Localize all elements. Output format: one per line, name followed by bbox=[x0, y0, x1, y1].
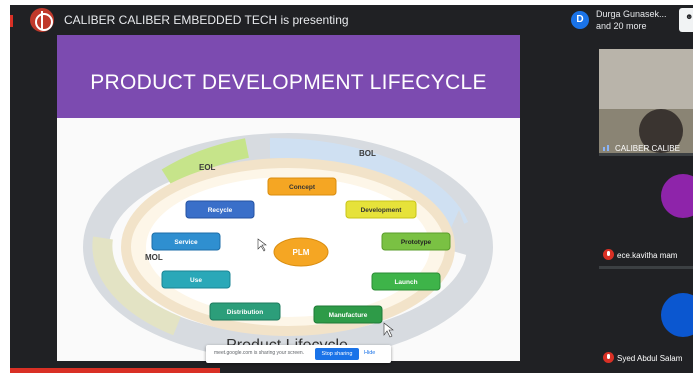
svg-text:Service: Service bbox=[174, 239, 198, 246]
eol-arc bbox=[161, 138, 250, 187]
progress-indicator bbox=[10, 368, 220, 373]
top-bar: CALIBER CALIBER EMBEDDED TECH is present… bbox=[10, 5, 693, 35]
recording-indicator bbox=[10, 15, 13, 27]
mol-arc bbox=[92, 236, 181, 336]
participant-tile-name: Syed Abdul Salam bbox=[617, 354, 683, 363]
participant-tile[interactable]: CALIBER CALIBE bbox=[599, 49, 693, 153]
stage-recycle: Recycle bbox=[185, 200, 255, 219]
shared-slide: PRODUCT DEVELOPMENT LIFECYCLE EOL BOL MO… bbox=[57, 35, 520, 361]
stage-service: Service bbox=[151, 232, 221, 251]
presenting-title: CALIBER CALIBER EMBEDDED TECH is present… bbox=[64, 13, 349, 27]
participant-tile-name: CALIBER CALIBE bbox=[615, 144, 680, 153]
avatar bbox=[661, 293, 693, 337]
phase-label-eol: EOL bbox=[199, 163, 216, 172]
stage-development: Development bbox=[345, 200, 417, 219]
participant-tile[interactable]: Syed Abdul Salam bbox=[599, 269, 693, 373]
hide-button[interactable]: Hide bbox=[364, 350, 376, 356]
participant-strip: CALIBER CALIBE ece.kavitha mam Syed Abdu… bbox=[599, 49, 693, 373]
lifecycle-diagram: EOL BOL MOL Concept Development Prototyp… bbox=[83, 133, 493, 361]
meet-window: CALIBER CALIBER EMBEDDED TECH is present… bbox=[10, 5, 693, 373]
people-button[interactable]: ☻ bbox=[679, 8, 693, 32]
stop-sharing-button[interactable]: Stop sharing bbox=[315, 348, 359, 360]
slide-header: PRODUCT DEVELOPMENT LIFECYCLE bbox=[57, 35, 520, 118]
svg-text:PLM: PLM bbox=[293, 248, 310, 257]
svg-text:Prototype: Prototype bbox=[401, 239, 432, 246]
participant-tile[interactable]: ece.kavitha mam bbox=[599, 156, 693, 266]
mouse-cursor-icon bbox=[257, 238, 267, 252]
mic-on-icon bbox=[603, 144, 611, 152]
participant-avatar[interactable]: D bbox=[571, 11, 589, 29]
video-background bbox=[599, 49, 693, 109]
share-status-text: meet.google.com is sharing your screen. bbox=[214, 350, 305, 356]
stage-concept: Concept bbox=[267, 177, 337, 196]
mouse-cursor-icon bbox=[383, 322, 394, 338]
svg-text:Recycle: Recycle bbox=[208, 207, 233, 214]
participant-more[interactable]: and 20 more bbox=[596, 21, 647, 31]
avatar bbox=[661, 174, 693, 218]
presenter-logo-icon bbox=[30, 8, 54, 32]
phase-label-bol: BOL bbox=[359, 149, 376, 158]
screen-share-bar: meet.google.com is sharing your screen. … bbox=[206, 345, 391, 363]
people-icon: ☻ bbox=[685, 12, 693, 21]
mic-off-icon bbox=[603, 249, 614, 260]
svg-text:Concept: Concept bbox=[289, 184, 316, 191]
stage-manufacture: Manufacture bbox=[313, 305, 383, 324]
stage-launch: Launch bbox=[371, 272, 441, 291]
mic-off-icon bbox=[603, 352, 614, 363]
svg-text:Development: Development bbox=[361, 207, 403, 214]
stage-use: Use bbox=[161, 270, 231, 289]
stage-distribution: Distribution bbox=[209, 302, 281, 321]
participant-video bbox=[639, 109, 683, 153]
svg-text:Distribution: Distribution bbox=[227, 309, 263, 316]
participant-name[interactable]: Durga Gunasek... bbox=[596, 9, 667, 19]
phase-label-mol: MOL bbox=[145, 253, 163, 262]
svg-text:Use: Use bbox=[190, 277, 202, 284]
bol-arc bbox=[269, 137, 469, 231]
stage-prototype: Prototype bbox=[381, 232, 451, 251]
participant-tile-name: ece.kavitha mam bbox=[617, 251, 678, 260]
svg-text:Manufacture: Manufacture bbox=[329, 312, 368, 319]
svg-text:Launch: Launch bbox=[394, 279, 417, 286]
slide-title: PRODUCT DEVELOPMENT LIFECYCLE bbox=[90, 71, 487, 94]
plm-center: PLM bbox=[273, 237, 329, 267]
